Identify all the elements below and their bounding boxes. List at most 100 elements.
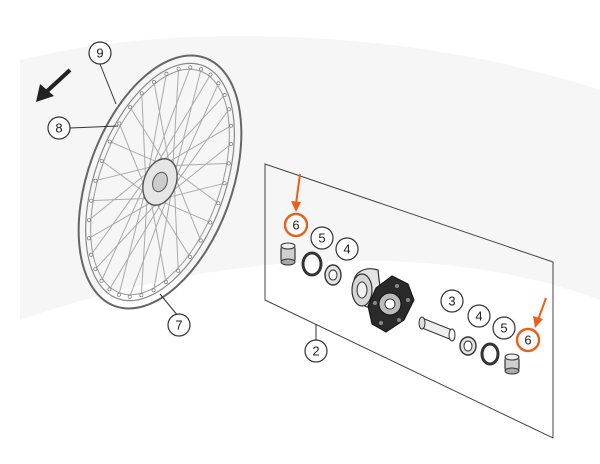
callout-4-top-label: 4 (343, 242, 350, 257)
spoke (91, 197, 150, 202)
spoke (155, 74, 211, 166)
spoke-nipple (208, 220, 213, 225)
highlight-arrow-icon (533, 297, 547, 328)
spoke-nipple (164, 280, 168, 284)
spoke-nipple (188, 65, 193, 70)
spoke-nipples (87, 65, 233, 299)
spoke-nipple (222, 181, 227, 186)
spoke (101, 183, 146, 281)
spoke-nipple (164, 71, 169, 76)
wheel-bearing-left (280, 242, 296, 266)
spoke-nipple (176, 268, 181, 273)
spoke-nipple (117, 121, 122, 126)
spacer-ring-right (459, 336, 477, 356)
callout-9-label: 9 (96, 46, 103, 61)
seal-ring-left (301, 251, 323, 277)
spoke-nipple (127, 294, 132, 299)
callout-6-bottom-label: 6 (524, 333, 531, 348)
spoke (118, 189, 146, 295)
wheel-bearing-right (504, 353, 520, 375)
spoke (153, 189, 173, 291)
spoke-nipple (89, 198, 94, 203)
spoke (161, 94, 226, 164)
spoke (170, 162, 229, 167)
spoke-nipple (226, 161, 231, 166)
spoke (88, 200, 154, 239)
spoke-nipple (208, 72, 213, 77)
spoke-nipple (216, 201, 221, 206)
spoke-nipple (93, 267, 98, 272)
spoke (160, 200, 211, 223)
spoke-nipple (229, 142, 233, 146)
callout-6-bottom: 6 (515, 327, 541, 353)
callout-8: 8 (47, 116, 71, 140)
spoke-nipple (139, 91, 144, 96)
hub-parts-panel (264, 163, 554, 439)
callout-4-bottom: 4 (467, 304, 491, 328)
highlight-arrow-icon (291, 173, 301, 212)
callout-5-bottom: 5 (492, 316, 516, 340)
spoke (150, 199, 167, 283)
callout-4-bottom-label: 4 (475, 309, 482, 324)
spoke-nipple (216, 81, 221, 86)
spoke-nipple (187, 254, 192, 259)
spoke (174, 83, 219, 181)
spoke-nipple (222, 92, 227, 97)
spoke (172, 108, 230, 188)
callout-2: 2 (304, 339, 328, 363)
spoke (166, 125, 232, 164)
spoke (129, 194, 169, 297)
spoke (101, 160, 147, 195)
callout-5-bottom-label: 5 (500, 321, 507, 336)
spoke-nipple (139, 293, 144, 298)
spoke-nipple (152, 80, 156, 84)
callout-7: 7 (167, 313, 191, 337)
spoke-nipple (199, 67, 203, 72)
spoke (129, 106, 166, 163)
callout-5-top-label: 5 (318, 231, 325, 246)
spoke (174, 176, 202, 241)
direction-arrow-icon (36, 68, 72, 102)
spoke (151, 67, 191, 170)
spoke-nipple (87, 218, 91, 222)
callout-6-top: 6 (283, 212, 309, 238)
spoke-nipple (198, 238, 203, 243)
callout-4-top: 4 (335, 237, 359, 261)
callout-3: 3 (440, 289, 464, 313)
spacer-sleeve (418, 316, 456, 342)
spoke (172, 68, 180, 169)
spoke (153, 81, 170, 165)
spoke-nipple (93, 178, 98, 183)
leader-lines (69, 63, 317, 340)
spoke-nipple (89, 252, 94, 257)
spoke (94, 200, 159, 270)
spoke-nipple (128, 105, 133, 110)
spoke (165, 182, 225, 199)
callout-2-label: 2 (312, 344, 319, 359)
spoke-nipple (229, 123, 233, 128)
spoke (141, 93, 147, 182)
spoke (118, 123, 146, 188)
callout-9: 9 (88, 41, 112, 65)
spoke (109, 141, 160, 164)
spoke-nipple (99, 158, 104, 163)
callout-3-label: 3 (448, 294, 455, 309)
spoke (169, 143, 232, 194)
spoke (173, 182, 179, 271)
callout-6-top-label: 6 (292, 218, 299, 233)
callout-5-top: 5 (310, 226, 334, 250)
wheel-hub-inner (152, 171, 168, 193)
hub-body (351, 268, 415, 333)
spoke-nipple (107, 139, 112, 144)
spoke-nipple (107, 287, 112, 292)
seal-ring-right (480, 342, 500, 366)
spoke (174, 69, 202, 175)
callout-8-label: 8 (55, 121, 62, 136)
spoke (88, 170, 151, 221)
spoke-nipple (117, 292, 121, 297)
background-swoosh (20, 36, 600, 320)
spoke (90, 176, 148, 256)
callout-7-label: 7 (175, 318, 182, 333)
spoke-nipple (151, 288, 156, 293)
